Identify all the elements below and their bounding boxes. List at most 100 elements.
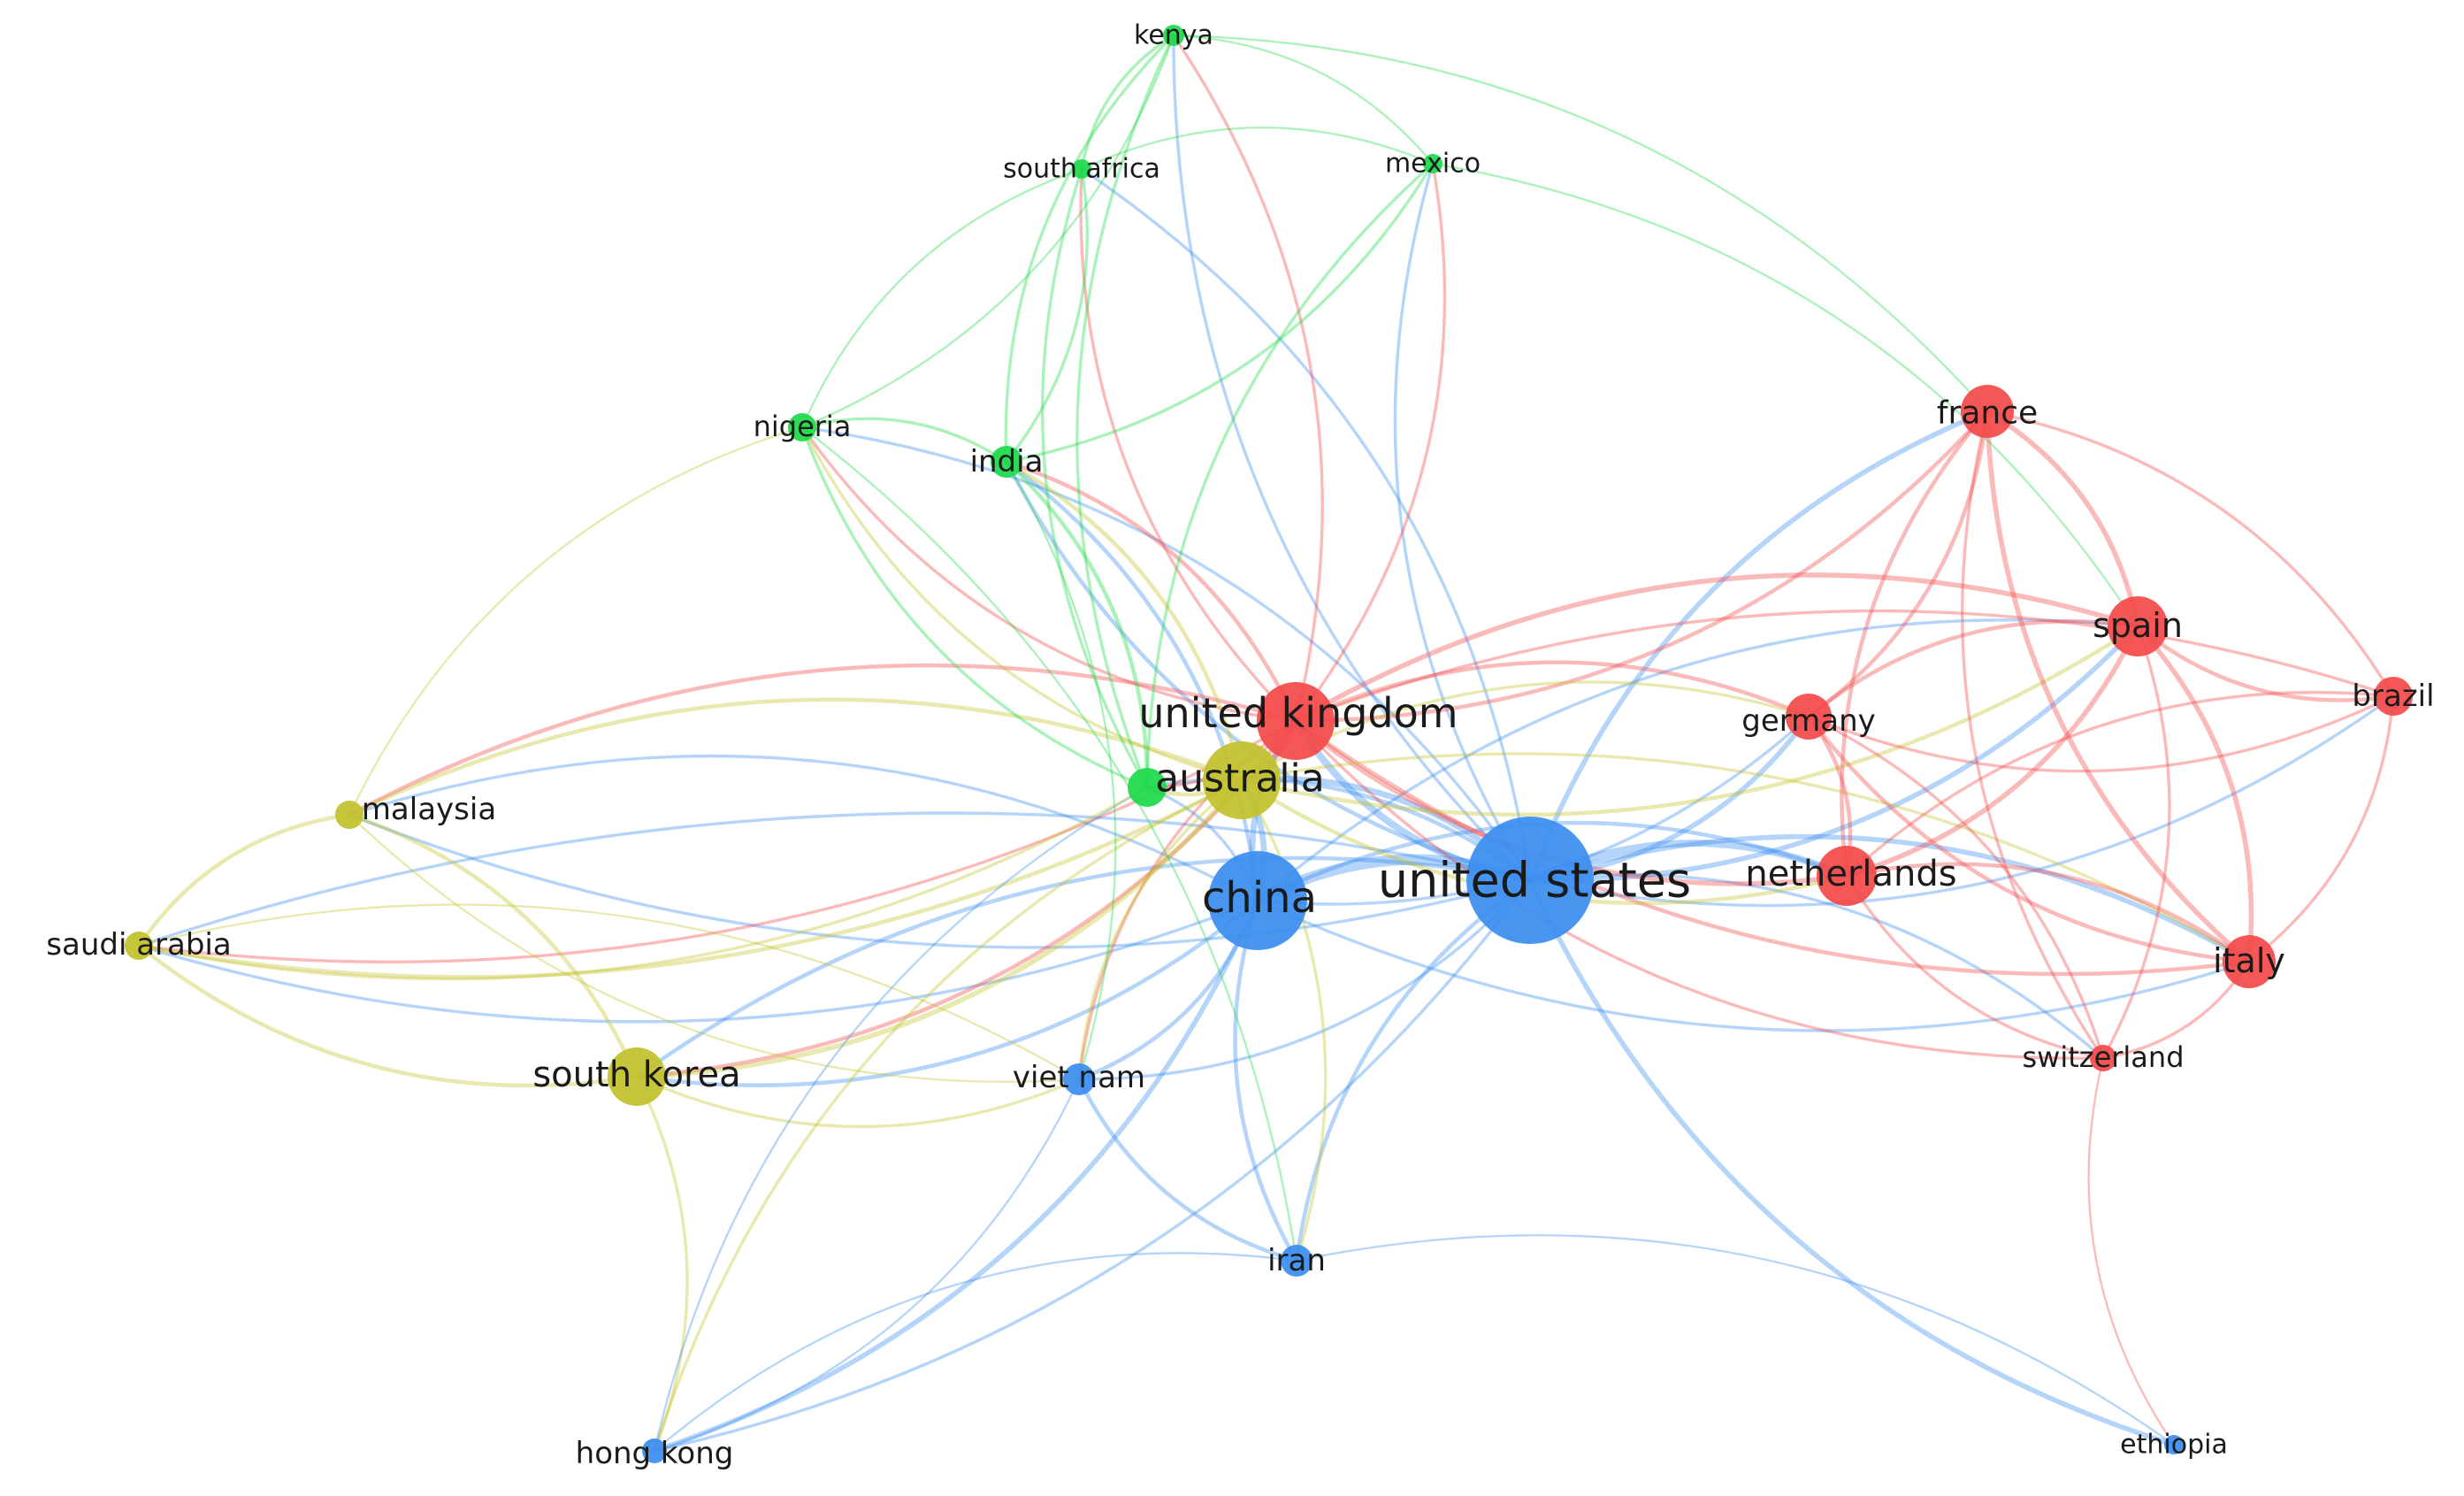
node-hong-kong[interactable] (642, 1438, 667, 1463)
link-united-states-south-korea (634, 855, 1533, 1079)
node-netherlands[interactable] (1817, 846, 1877, 906)
link-spain-brazil (2135, 624, 2396, 702)
link-united-kingdom-south-africa (1079, 167, 1297, 723)
label-brazil: brazil (2352, 679, 2434, 714)
link-united-states-iran (1294, 878, 1533, 1263)
link-united-kingdom-spain (1293, 572, 2140, 724)
node-italy[interactable] (2223, 935, 2276, 988)
node-ethiopia[interactable] (2164, 1435, 2184, 1454)
node-spain[interactable] (2108, 596, 2168, 656)
label-iran: iran (1267, 1243, 1326, 1278)
node-saudi-arabia[interactable] (125, 932, 153, 960)
node-mexico[interactable] (1423, 154, 1442, 173)
node-united-kingdom[interactable] (1257, 682, 1335, 760)
link-nigeria-kenya (800, 34, 1175, 429)
link-united-kingdom-france (1293, 409, 1990, 724)
link-france-italy (1985, 409, 2252, 964)
link-india-south-africa (1005, 167, 1090, 464)
label-saudi-arabia: saudi arabia (46, 927, 231, 963)
label-china: china (1202, 873, 1317, 923)
label-netherlands: netherlands (1745, 854, 1956, 894)
link-hong-kong-bangladesh (653, 786, 1149, 1453)
node-south-korea[interactable] (608, 1047, 666, 1106)
link-mexico-spain (1431, 162, 2139, 628)
link-south-africa-mexico (1080, 127, 1435, 171)
link-india-kenya (1004, 34, 1175, 464)
link-india-bangladesh (1004, 459, 1150, 790)
link-united-states-italy (1527, 833, 2252, 964)
link-australia-italy (1240, 752, 2251, 963)
node-united-states[interactable] (1466, 817, 1594, 944)
node-nigeria[interactable] (788, 413, 816, 441)
label-south-africa: south africa (1003, 154, 1160, 185)
link-india-mexico (1005, 162, 1435, 464)
link-united-states-saudi-arabia (137, 811, 1532, 947)
node-switzerland[interactable] (2090, 1045, 2116, 1071)
node-bangladesh[interactable] (1128, 768, 1167, 807)
node-viet-nam[interactable] (1063, 1063, 1095, 1095)
node-brazil[interactable] (2374, 677, 2413, 716)
link-italy-brazil (2247, 694, 2395, 963)
link-netherlands-france (1840, 409, 1990, 878)
link-united-kingdom-malaysia (347, 663, 1298, 817)
link-united-states-kenya (1172, 34, 1532, 882)
label-south-korea: south korea (532, 1055, 740, 1095)
link-spain-switzerland (2101, 625, 2171, 1060)
label-malaysia: malaysia (362, 792, 496, 827)
link-united-states-viet-nam (1077, 878, 1532, 1081)
label-australia: australia (1155, 756, 1325, 802)
node-china[interactable] (1208, 851, 1307, 950)
link-united-states-spain (1527, 624, 2140, 883)
link-viet-nam-iran (1076, 1077, 1299, 1263)
link-united-states-mexico (1393, 162, 1532, 882)
link-australia-viet-nam (1077, 779, 1243, 1081)
link-switzerland-ethiopia (2087, 1056, 2176, 1446)
link-saudi-arabia-bangladesh (137, 786, 1149, 981)
link-united-kingdom-italy (1293, 718, 2252, 977)
link-china-india (1004, 459, 1260, 903)
node-india[interactable] (991, 446, 1022, 478)
link-nigeria-south-africa (800, 167, 1083, 429)
link-viet-nam-hong-kong (653, 1078, 1081, 1453)
label-switzerland: switzerland (2022, 1040, 2184, 1074)
link-united-states-brazil (1528, 694, 2395, 908)
link-australia-spain (1239, 624, 2140, 817)
link-mexico-bangladesh (1145, 162, 1435, 789)
link-netherlands-spain (1844, 624, 2140, 878)
link-australia-hong-kong (653, 779, 1243, 1453)
label-mexico: mexico (1385, 149, 1481, 180)
link-south-korea-saudi-arabia (136, 943, 639, 1088)
node-germany[interactable] (1786, 694, 1832, 740)
link-united-states-france (1527, 409, 1990, 883)
link-south-korea-viet-nam (635, 1075, 1081, 1129)
link-germany-spain (1806, 618, 2140, 719)
node-iran[interactable] (1281, 1245, 1312, 1277)
link-iran-hong-kong (653, 1252, 1298, 1453)
node-south-africa[interactable] (1072, 159, 1091, 179)
link-australia-south-korea (634, 778, 1244, 1079)
link-india-nigeria (800, 417, 1008, 464)
link-malaysia-viet-nam (348, 813, 1081, 1083)
link-china-italy (1256, 899, 2251, 1032)
label-ethiopia: ethiopia (2120, 1430, 2228, 1461)
node-france[interactable] (1961, 385, 2014, 438)
link-germany-italy (1806, 714, 2252, 964)
link-south-korea-hong-kong (635, 1075, 689, 1453)
link-united-kingdom-india (1004, 459, 1298, 724)
link-china-south-korea (634, 898, 1260, 1088)
link-australia-saudi-arabia (136, 778, 1244, 979)
link-united-kingdom-saudi-arabia (137, 719, 1297, 964)
link-india-viet-nam (1005, 460, 1117, 1081)
link-united-kingdom-germany (1293, 660, 1811, 724)
link-united-states-switzerland (1528, 873, 2105, 1060)
link-south-africa-bangladesh (1041, 167, 1149, 789)
link-germany-brazil (1807, 694, 2395, 773)
link-united-states-south-africa (1080, 167, 1532, 882)
node-malaysia[interactable] (335, 801, 363, 829)
node-kenya[interactable] (1163, 25, 1184, 46)
link-netherlands-switzerland (1845, 874, 2105, 1060)
link-south-korea-malaysia (347, 812, 639, 1079)
node-australia[interactable] (1203, 741, 1281, 819)
link-australia-nigeria (800, 426, 1243, 782)
